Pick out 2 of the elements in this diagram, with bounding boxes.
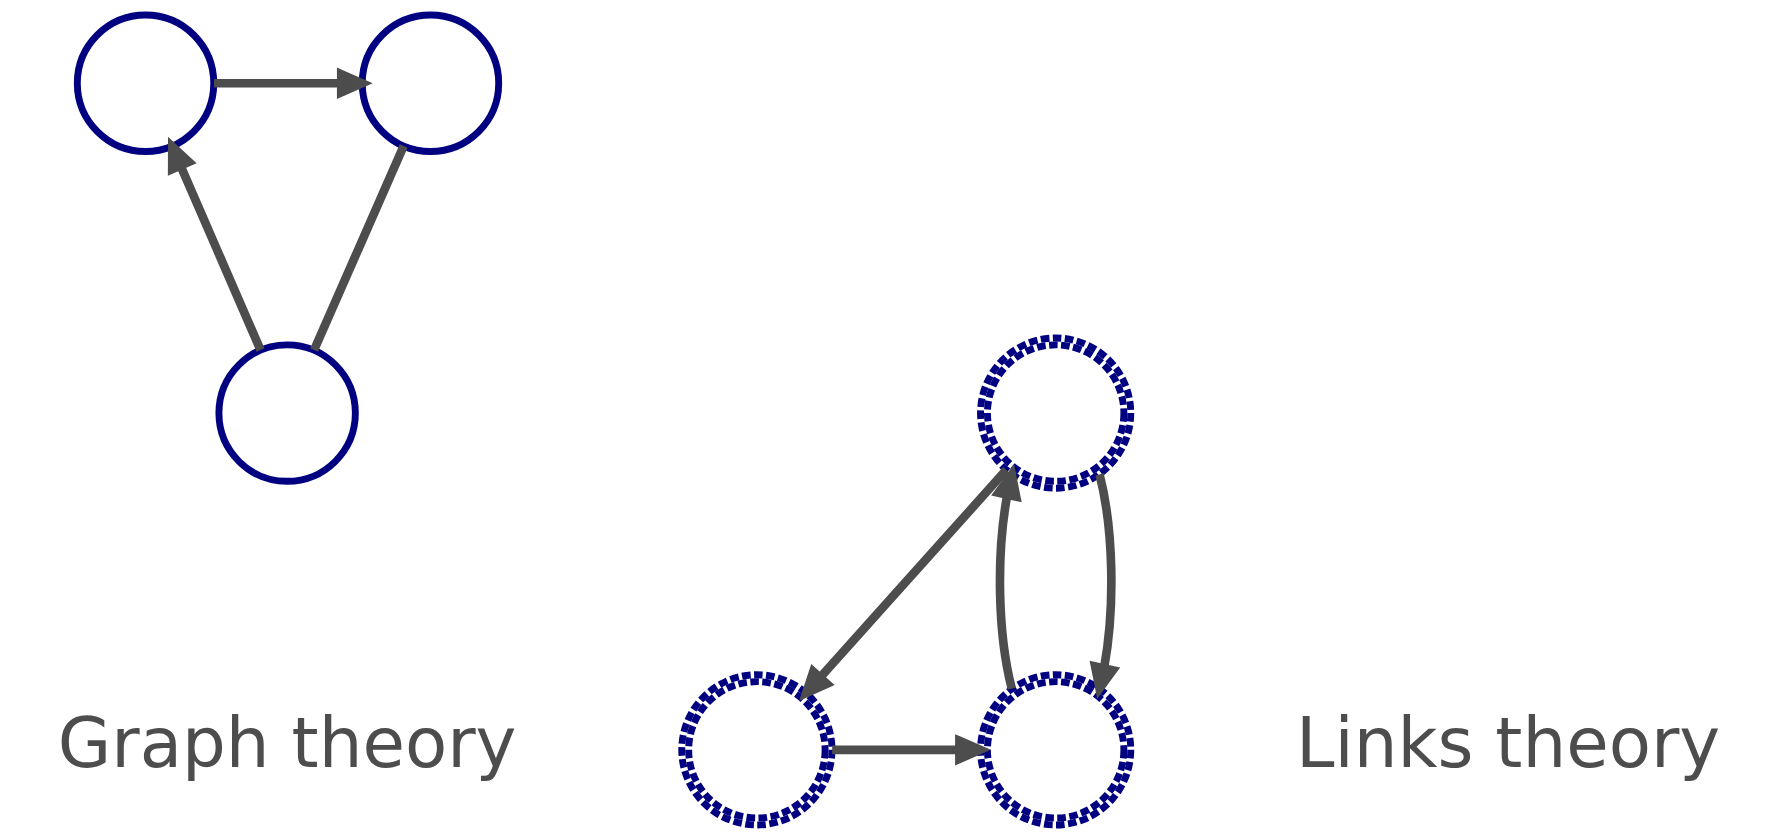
label: Links theory <box>1296 703 1721 784</box>
label: Graph theory <box>57 703 517 784</box>
